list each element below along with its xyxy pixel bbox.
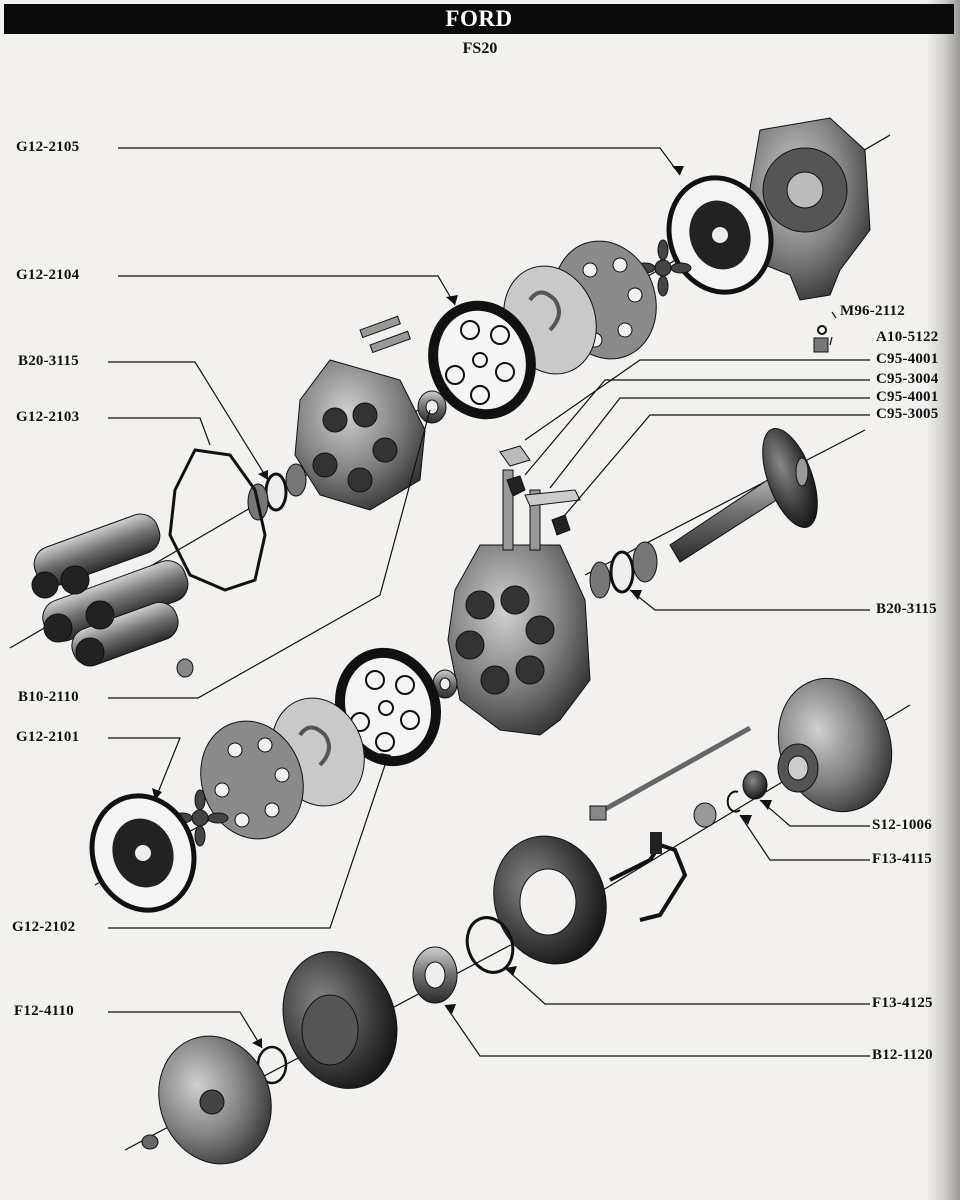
part-label: B10-2110	[18, 689, 79, 705]
gasket-g12-2104	[428, 300, 536, 420]
leader-lines	[108, 147, 870, 1057]
part-label: G12-2101	[16, 729, 80, 745]
c95-3005	[551, 514, 571, 536]
pulley	[282, 951, 398, 1089]
thrust-bearing-upper	[247, 463, 307, 521]
part-label: C95-4001	[876, 351, 939, 367]
part-label: F13-4115	[872, 851, 932, 867]
control-valve-stem-left	[502, 469, 514, 551]
part-label: B20-3115	[18, 353, 79, 369]
page-title: FORD	[445, 6, 513, 31]
model-subtitle: FS20	[462, 40, 498, 57]
through-bolts-short	[359, 315, 411, 354]
main-shaft	[669, 428, 818, 563]
part-label: C95-3005	[876, 406, 939, 422]
part-label: A10-5122	[876, 329, 939, 345]
header-bar: FORD	[4, 4, 954, 34]
part-label: S12-1006	[872, 817, 932, 833]
part-label: C95-4001	[876, 389, 939, 405]
hub-nut	[141, 1134, 159, 1150]
part-label: B12-1120	[872, 1047, 933, 1063]
long-through-bolt	[589, 725, 752, 821]
seal-washer	[693, 802, 717, 828]
c95-4001-lower	[524, 489, 581, 507]
shaft-axis-line	[584, 429, 866, 576]
part-label: B20-3115	[876, 601, 937, 617]
control-valve-stem-right	[529, 489, 541, 551]
clutch-coil-field	[493, 832, 688, 965]
page-edge-shadow	[926, 0, 960, 1200]
rear-cylinder-block	[294, 359, 426, 511]
part-label: G12-2104	[16, 267, 80, 283]
pulley-bearing-b12-1120	[412, 946, 458, 1004]
m96-o-ring	[817, 325, 827, 335]
part-label: F12-4110	[14, 1003, 74, 1019]
part-label: M96-2112	[840, 303, 905, 319]
front-head-housing	[777, 677, 893, 813]
part-label: F13-4125	[872, 995, 933, 1011]
center-cylinder-block	[447, 469, 591, 736]
part-label: G12-2103	[16, 409, 80, 425]
gasket-g12-2105	[666, 175, 774, 295]
piston-assembly	[31, 513, 194, 678]
leader-arrows	[152, 166, 772, 1048]
rear-head-housing	[747, 117, 871, 353]
control-valve-parts	[499, 445, 581, 536]
thrust-bearing-lower	[589, 541, 658, 599]
gasket-g12-2102	[334, 647, 442, 767]
part-label: G12-2102	[12, 919, 76, 935]
shaft-seal-s12-1006	[742, 770, 768, 800]
snap-ring-f13-4125	[465, 916, 515, 974]
c95-3004	[506, 475, 526, 497]
c95-4001-upper	[499, 445, 531, 467]
part-label: C95-3004	[876, 371, 939, 387]
o-ring-g12-2103	[168, 448, 267, 592]
needle-bearing-lower	[432, 669, 458, 699]
snap-ring-f13-4115	[726, 790, 741, 813]
small-washer	[176, 658, 194, 678]
needle-bearing-upper	[417, 390, 447, 424]
part-label: G12-2105	[16, 139, 80, 155]
a10-fitting	[813, 337, 829, 353]
gasket-g12-2101	[89, 793, 197, 913]
clutch-hub-plate	[141, 1035, 272, 1165]
